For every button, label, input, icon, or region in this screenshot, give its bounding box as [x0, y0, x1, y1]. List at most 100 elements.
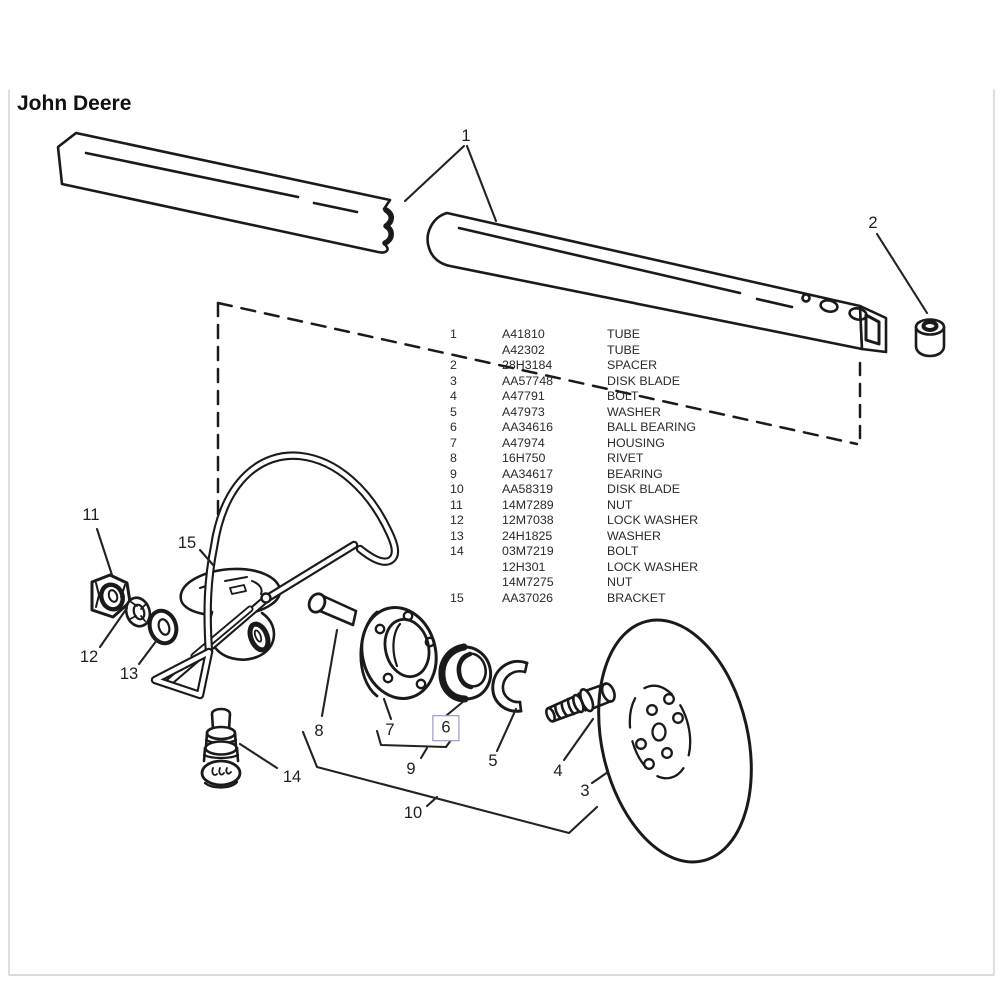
bolt-14 — [200, 707, 242, 789]
parts-cell-desc: HOUSING — [607, 435, 665, 450]
rivet — [307, 592, 358, 627]
parts-cell-desc: TUBE — [607, 327, 641, 341]
callout-2: 2 — [868, 213, 878, 232]
parts-cell-part: AA37026 — [502, 590, 553, 605]
callout-14: 14 — [282, 767, 302, 786]
lock-washer-12 — [124, 596, 152, 628]
ball-bearing — [438, 643, 493, 703]
leader-lines — [95, 144, 929, 835]
parts-cell-part: A47973 — [502, 404, 545, 419]
spacer — [914, 318, 946, 358]
bracket — [179, 567, 282, 661]
parts-cell-desc: BOLT — [607, 389, 639, 403]
parts-cell-item: 4 — [450, 389, 457, 403]
parts-cell-item — [450, 343, 502, 359]
leader-6 — [445, 699, 466, 717]
callout-11: 11 — [82, 505, 100, 524]
parts-cell-item: 11 — [450, 497, 463, 512]
parts-cell-item: 6 — [450, 420, 457, 434]
leader-14 — [238, 742, 279, 770]
tube-2 — [426, 211, 888, 354]
parts-cell-part: 28H3184 — [502, 358, 553, 372]
callout-5: 5 — [488, 751, 498, 770]
parts-cell-item — [450, 575, 502, 591]
parts-cell-part: AA57748 — [502, 373, 553, 388]
parts-row: 14 03M7219 BOLT — [450, 544, 807, 560]
bracket-guard — [150, 451, 400, 700]
leader-4 — [562, 717, 595, 762]
parts-cell-part: 12M7038 — [502, 513, 554, 527]
disk-blade — [597, 618, 753, 864]
leader-1b — [465, 144, 498, 223]
tube-hole — [801, 293, 811, 303]
housing — [359, 606, 438, 700]
parts-cell-part: 03M7219 — [502, 544, 554, 558]
parts-cell-item: 14 — [450, 544, 464, 558]
parts-cell-part: AA58319 — [502, 482, 553, 496]
parts-cell-desc: RIVET — [607, 451, 644, 465]
leader-3 — [590, 770, 610, 785]
parts-row: 9 AA34617 BEARING — [450, 467, 807, 483]
parts-cell-item: 1 — [450, 327, 457, 341]
parts-row: 4 A47791 BOLT — [450, 389, 807, 405]
leader-15 — [198, 548, 216, 568]
parts-cell-desc: BEARING — [607, 466, 663, 481]
parts-cell-desc: BALL BEARING — [607, 420, 697, 434]
callout-8: 8 — [314, 721, 324, 740]
parts-cell-desc: DISK BLADE — [607, 373, 680, 388]
bolt-4 — [545, 682, 616, 723]
parts-cell-part: AA34616 — [502, 420, 553, 434]
callout-6[interactable]: 6 — [432, 715, 460, 741]
parts-cell-desc: BRACKET — [607, 590, 666, 605]
callout-1: 1 — [461, 126, 471, 145]
leader-10-bracket — [301, 730, 599, 835]
parts-row: 14M7275 NUT — [450, 575, 807, 591]
parts-cell-item: 10 — [450, 482, 464, 496]
parts-cell-part: A42302 — [502, 342, 545, 357]
callout-15: 15 — [177, 533, 197, 552]
parts-cell-desc: WASHER — [607, 404, 661, 419]
parts-cell-item: 9 — [450, 466, 457, 481]
callout-9: 9 — [406, 759, 416, 778]
leader-2 — [875, 232, 929, 315]
parts-row: 5 A47973 WASHER — [450, 405, 807, 421]
leader-5 — [495, 707, 518, 753]
brand-title: John Deere — [17, 92, 132, 115]
parts-cell-part: A47791 — [502, 389, 545, 403]
leader-13 — [137, 638, 159, 666]
callout-3: 3 — [580, 781, 590, 800]
parts-cell-part: A41810 — [502, 327, 545, 341]
callout-12: 12 — [79, 647, 99, 666]
callout-13: 13 — [119, 664, 139, 683]
parts-row: 15 AA37026 BRACKET — [450, 591, 807, 607]
parts-cell-part: 16H750 — [502, 451, 546, 465]
leader-7 — [382, 697, 393, 721]
parts-cell-item: 5 — [450, 404, 457, 419]
parts-cell-part: 24H1825 — [502, 528, 553, 543]
parts-row: 6 AA34616 BALL BEARING — [450, 420, 807, 436]
parts-cell-part: 14M7275 — [502, 575, 554, 589]
parts-cell-desc: LOCK WASHER — [607, 559, 699, 574]
parts-cell-part: A47974 — [502, 435, 545, 450]
callout-10: 10 — [403, 803, 423, 822]
parts-cell-item: 15 — [450, 590, 464, 605]
parts-cell-desc: NUT — [607, 575, 633, 589]
parts-cell-item: 2 — [450, 358, 457, 372]
parts-cell-item: 13 — [450, 528, 464, 543]
snap-washer — [491, 660, 529, 713]
parts-cell-item — [450, 560, 502, 576]
parts-cell-item: 8 — [450, 451, 457, 465]
parts-cell-part: AA34617 — [502, 466, 553, 481]
parts-cell-desc: BOLT — [607, 544, 639, 558]
parts-cell-desc: LOCK WASHER — [607, 513, 699, 527]
tube-hole — [819, 299, 839, 313]
